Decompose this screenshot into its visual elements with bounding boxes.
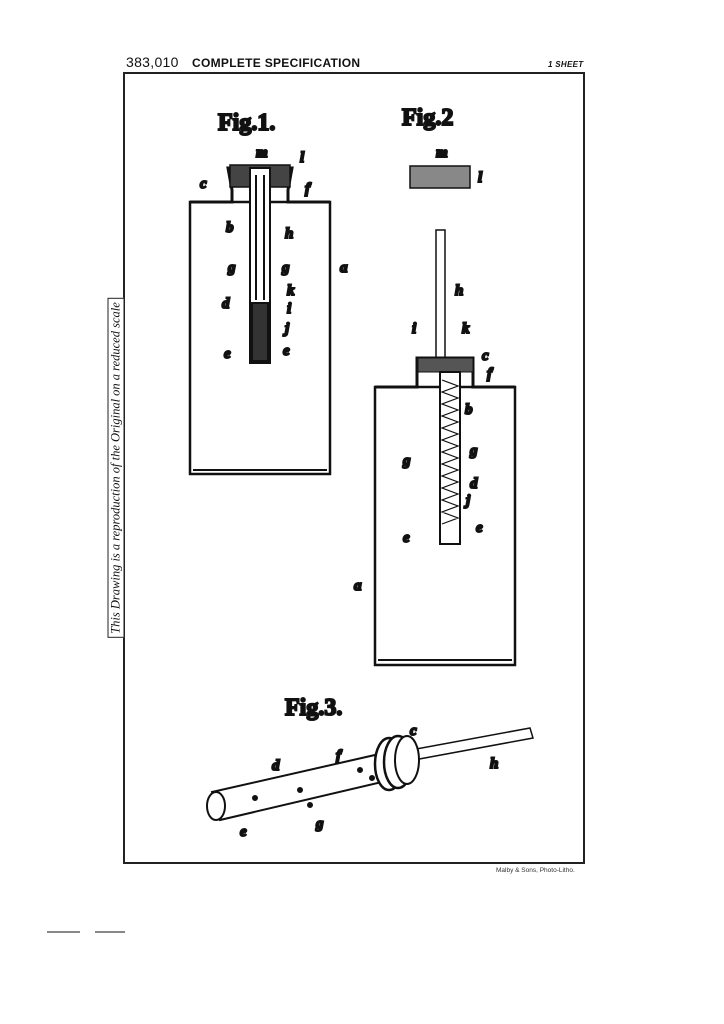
label-a: a [340,260,348,276]
fig3-title: Fig.3. [285,695,342,721]
fig1-drawing [188,164,332,476]
fig1-title: Fig.1. [218,110,275,136]
label-j: j [283,321,290,337]
label-f: f [487,366,494,382]
label-b: b [226,220,234,236]
label-e: e [476,520,483,536]
fig3-drawing [206,727,534,822]
label-i: i [287,301,292,317]
label-k: k [287,283,295,299]
label-c: c [410,723,417,739]
label-f: f [305,181,312,197]
label-g: g [281,260,290,276]
printer-credit: Malby & Sons, Photo-Litho. [496,867,575,874]
label-h: h [455,283,463,299]
label-m: m [436,145,448,161]
label-g: g [402,453,411,469]
spec-title: COMPLETE SPECIFICATION [192,56,361,70]
label-d: d [272,758,280,774]
fig2-title: Fig.2 [402,105,453,131]
label-i: i [412,321,417,337]
label-d: d [470,476,478,492]
label-j: j [464,493,471,509]
sheet-count: 1 SHEET [548,60,584,69]
patent-number: 383,010 [126,54,179,70]
label-g: g [227,260,236,276]
fig2-drawing [373,229,517,667]
label-l: l [300,150,305,166]
label-g: g [315,816,324,832]
label-c: c [482,348,489,364]
label-f: f [336,748,343,764]
label-h: h [285,226,293,242]
label-e: e [240,824,247,840]
label-h: h [490,756,498,772]
label-e: e [224,346,231,362]
label-e: e [403,530,410,546]
label-b: b [465,402,473,418]
label-m: m [256,145,268,161]
label-d: d [222,296,230,312]
label-a: a [354,578,362,594]
label-c: c [200,176,207,192]
label-g: g [469,443,478,459]
label-k: k [462,321,470,337]
label-e: e [283,343,290,359]
label-l: l [478,170,483,186]
